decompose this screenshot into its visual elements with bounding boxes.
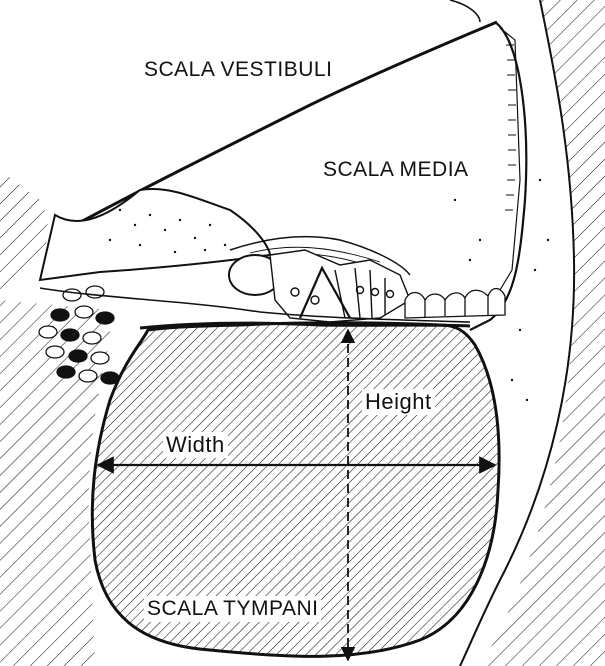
- hensen-cells: [405, 289, 505, 319]
- lateral-wall: [470, 22, 526, 330]
- organ-of-corti: [270, 250, 410, 322]
- bony-wall-right: [480, 0, 605, 666]
- label-width: Width: [163, 432, 228, 458]
- label-scala-tympani: SCALA TYMPANI: [144, 596, 321, 622]
- scala-vestibuli-roof: [450, 0, 480, 22]
- label-scala-vestibuli: SCALA VESTIBULI: [144, 58, 332, 82]
- label-scala-media: SCALA MEDIA: [323, 158, 469, 182]
- bony-wall-left-upper: [0, 170, 48, 290]
- stria-cells: [505, 45, 516, 210]
- label-height: Height: [362, 389, 435, 415]
